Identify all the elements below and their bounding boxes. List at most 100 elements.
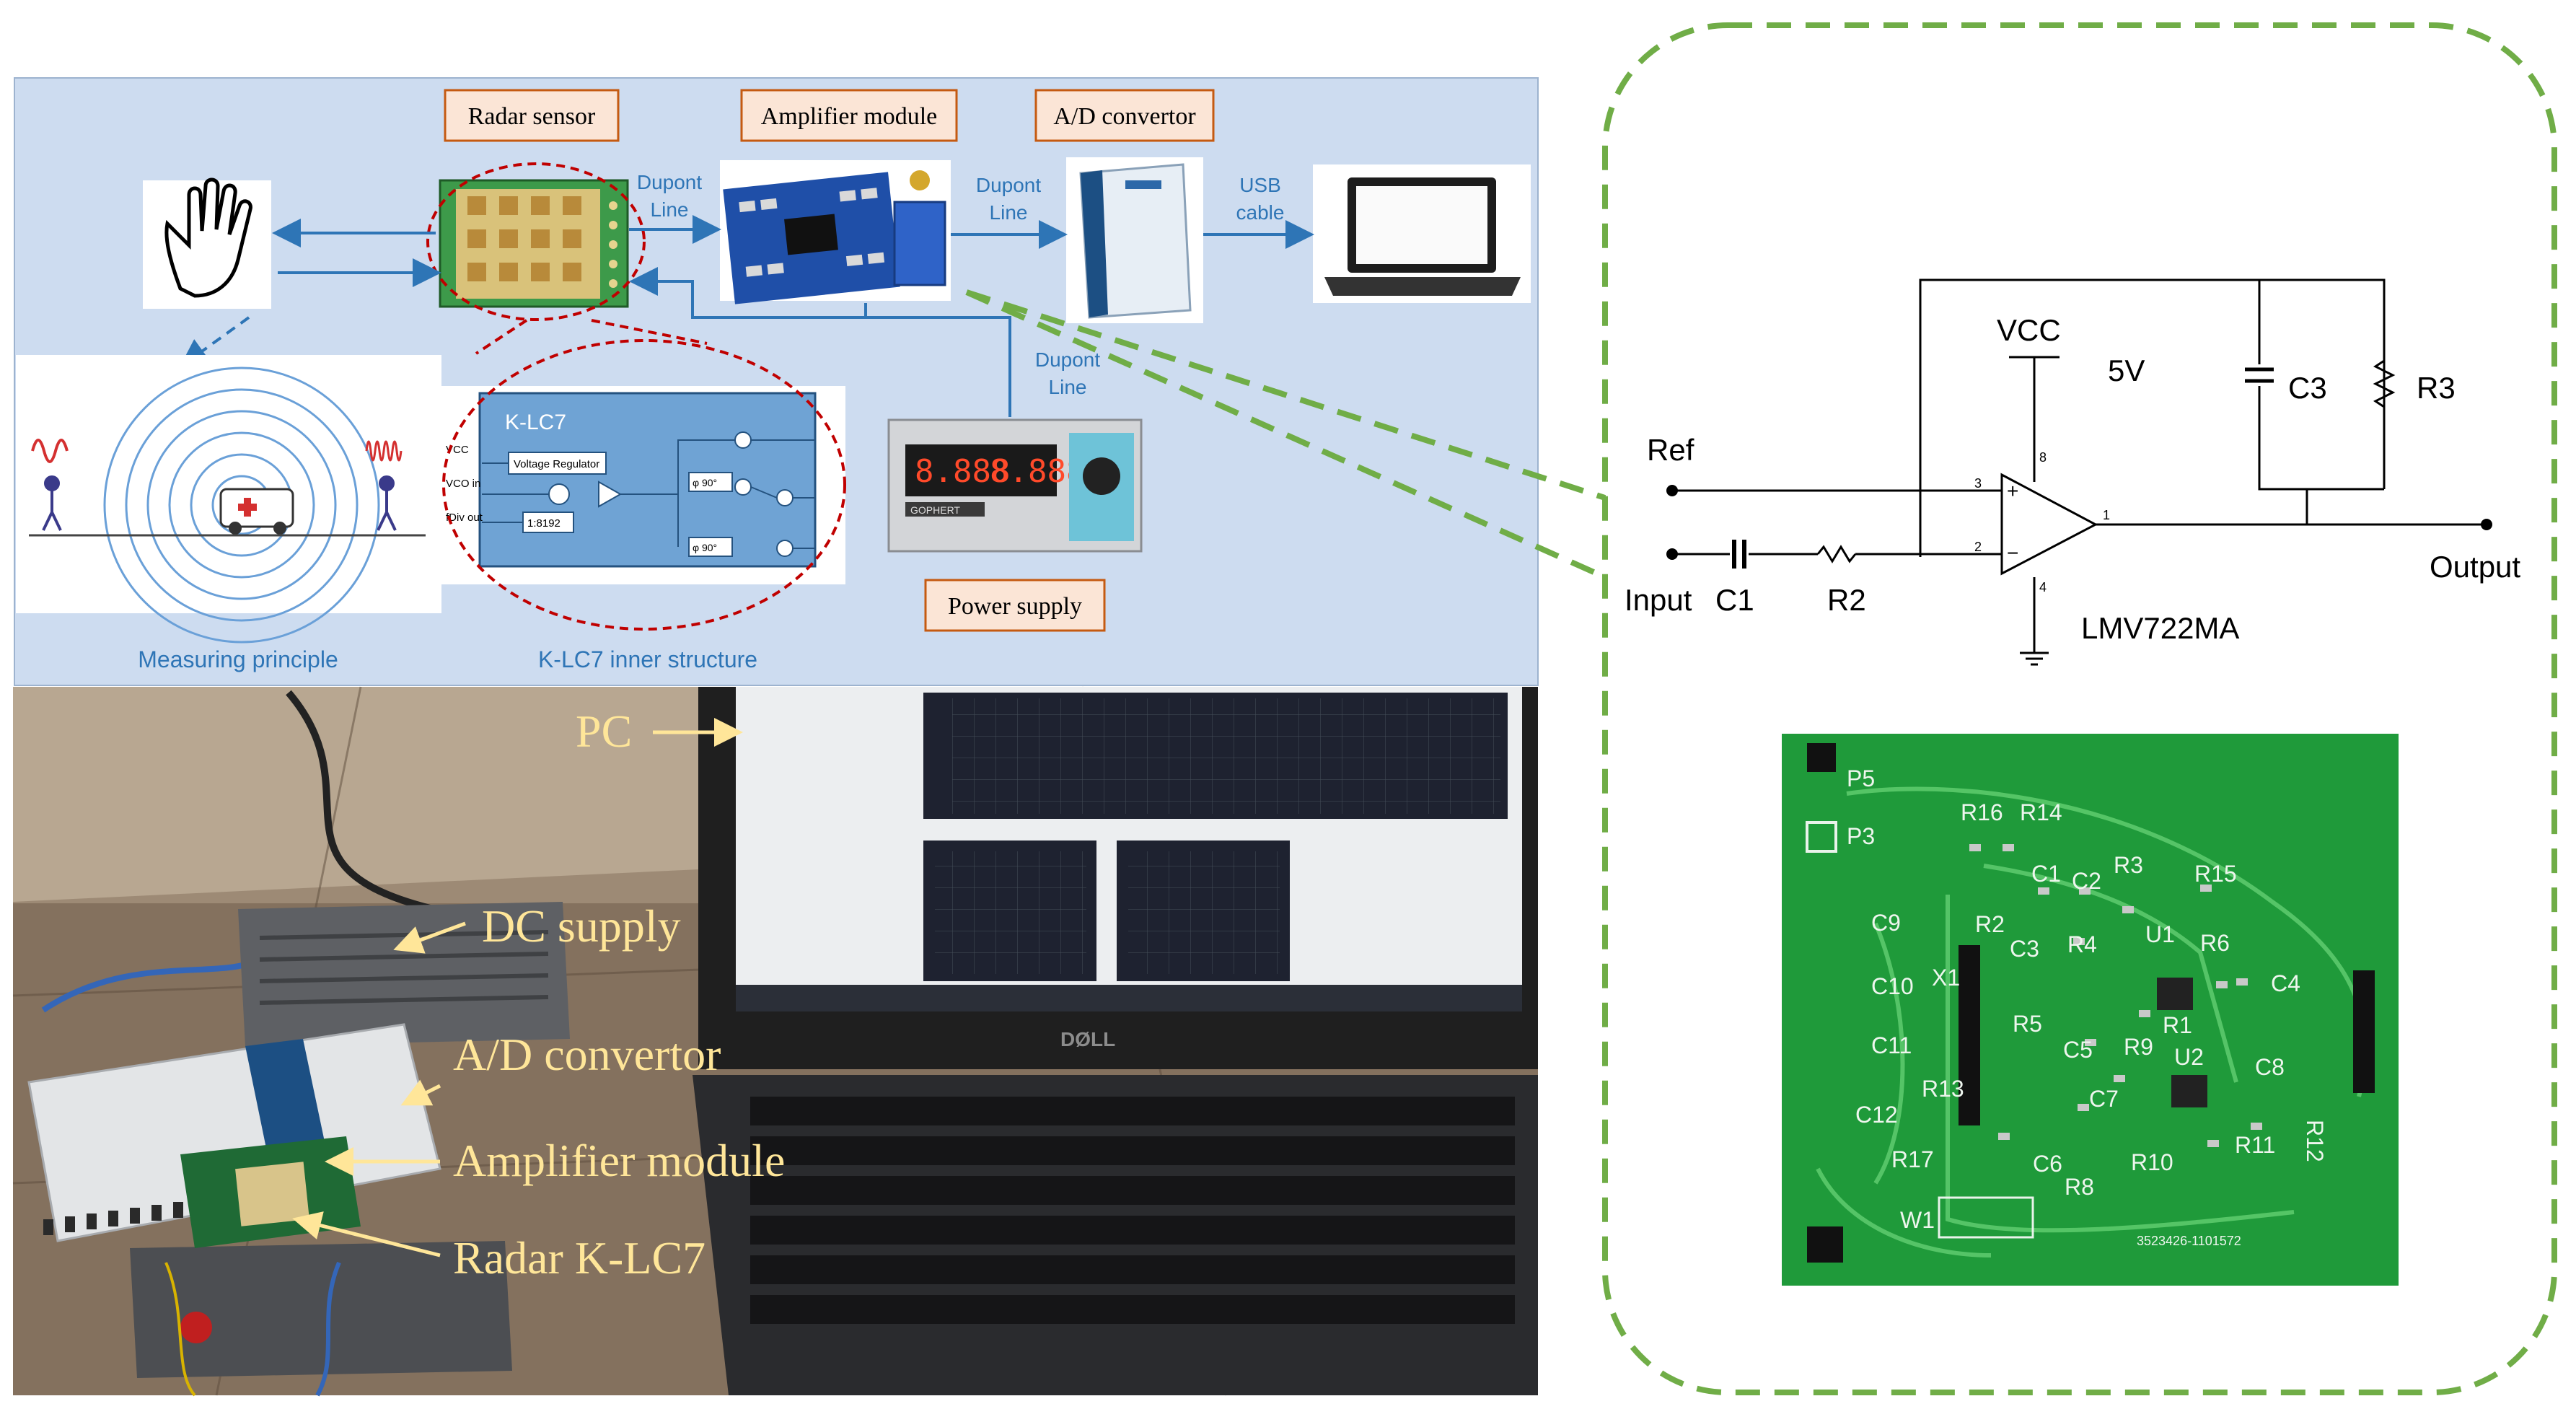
r3-resistor <box>2373 359 2396 408</box>
measuring-principle-caption: Measuring principle <box>138 646 338 672</box>
power-supply-label: Power supply <box>948 593 1082 620</box>
hand-icon <box>164 177 252 298</box>
low-frequency-wave-icon <box>31 439 69 463</box>
u1-chip <box>2157 978 2193 1010</box>
ellipse-connector-right <box>591 319 708 345</box>
label-box-power-supply: Power supply <box>924 579 1106 632</box>
ad-convertor-arrow <box>400 1079 441 1106</box>
ref-terminal <box>1666 485 1678 496</box>
pcb-r15: R15 <box>2194 861 2237 887</box>
pcb-c5: C5 <box>2063 1037 2093 1063</box>
pc-label: PC <box>576 706 632 757</box>
pcb-silkscreen-labels: P5 P3 R16 R14 C1 C2 R3 R15 C9 R2 C3 R4 U… <box>1847 765 2328 1248</box>
five-v-label: 5V <box>2108 354 2145 387</box>
laptop-image <box>1313 164 1531 303</box>
dupont-2-line2: Line <box>990 201 1028 224</box>
pcb-r5: R5 <box>2013 1011 2042 1037</box>
arrow-labels: Dupont Line Dupont Line Dupont Line USB … <box>637 171 1285 398</box>
laptop-brand: DØLL <box>1060 1028 1115 1050</box>
pin-1: 1 <box>2103 508 2110 522</box>
pcb-r4: R4 <box>2067 931 2097 957</box>
pcb-r12: R12 <box>2302 1120 2328 1162</box>
radar-highlight-ellipse <box>426 162 646 321</box>
pcb-c11: C11 <box>1871 1032 1912 1058</box>
r2-label: R2 <box>1827 583 1866 617</box>
c3-wire-bottom <box>2258 386 2384 491</box>
pcb-c10: C10 <box>1871 973 1914 999</box>
ps-display-left: 8.888 <box>915 453 1010 490</box>
x1-header <box>1959 945 1980 1125</box>
output-label: Output <box>2430 550 2520 584</box>
ref-label: Ref <box>1647 433 1694 467</box>
phase-shift-b: φ 90° <box>693 542 717 553</box>
amplifier-schematic <box>1672 278 2484 666</box>
pin-3: 3 <box>1974 476 1982 491</box>
pcb-p3: P3 <box>1847 823 1875 849</box>
amplifier-module-label: Amplifier module <box>761 103 938 130</box>
klc7-inner-structure-caption: K-LC7 inner structure <box>538 646 757 672</box>
usb-line1: USB <box>1239 174 1281 196</box>
radar-klc7-board <box>235 1162 309 1226</box>
c3-label: C3 <box>2288 371 2327 405</box>
power-supply-image: 8.888 8.888 GOPHERT <box>887 418 1143 553</box>
pcb-r14: R14 <box>2020 799 2062 825</box>
dc-supply-label: DC supply <box>482 900 681 952</box>
pcb-c8: C8 <box>2255 1054 2285 1080</box>
pcb-x1: X1 <box>1932 965 1960 991</box>
r3-label: R3 <box>2417 371 2456 405</box>
klc7-highlight-ellipse <box>442 339 846 631</box>
pcb-r2: R2 <box>1975 911 2005 937</box>
phase-shift-a: φ 90° <box>693 477 717 488</box>
pcb-r17: R17 <box>1891 1146 1934 1172</box>
arrow-power-to-radar <box>629 267 1011 417</box>
pcb-serial: 3523426-1101572 <box>2137 1234 2241 1248</box>
pcb-c1: C1 <box>2031 861 2061 887</box>
klc7-inner-structure-image: K-LC7 Voltage Regulator VCC VCO in fDiv … <box>441 386 845 584</box>
radar-sensor-image <box>439 179 629 308</box>
amplifier-module-image <box>720 160 951 304</box>
label-box-amplifier-module: Amplifier module <box>740 89 958 142</box>
pcb-u2: U2 <box>2174 1044 2204 1070</box>
pcb-r8: R8 <box>2065 1174 2094 1200</box>
usb-line2: cable <box>1236 201 1285 224</box>
circuit-detail-dashed-frame <box>1602 22 2557 1395</box>
pcb-c3: C3 <box>2010 936 2039 962</box>
pcb-c4: C4 <box>2271 970 2300 996</box>
ellipse-connector-left <box>475 319 528 355</box>
photo-annotations: PC DC supply A/D convertor Amplifier mod… <box>292 706 785 1283</box>
schematic-labels: VCC 5V C3 R3 Ref Input C1 R2 Output LMV7… <box>1625 313 2520 645</box>
pcb-r16: R16 <box>1961 799 2003 825</box>
pcb-r10: R10 <box>2131 1149 2173 1175</box>
hand-gesture-image <box>143 177 271 309</box>
ps-brand: GOPHERT <box>910 504 960 516</box>
minus-sign: − <box>2007 542 2018 564</box>
pcb-c7: C7 <box>2089 1086 2119 1112</box>
dupont-1-line2: Line <box>651 198 689 221</box>
pcb-r11: R11 <box>2235 1132 2275 1158</box>
high-frequency-wave-icon <box>365 440 403 462</box>
radar-photo-label: Radar K-LC7 <box>453 1232 705 1283</box>
radar-arrow <box>292 1211 441 1258</box>
pcb-photo <box>1782 734 2399 1286</box>
r2-resistor <box>1816 545 1857 563</box>
person-left-icon <box>42 475 62 531</box>
ad-convertor-label: A/D convertor <box>1053 103 1196 130</box>
feedback-wire <box>1919 278 2386 557</box>
plus-sign: + <box>2007 480 2018 502</box>
zoom-line-upper <box>965 289 1606 501</box>
voltage-regulator-label: Voltage Regulator <box>514 458 599 470</box>
amplifier-photo-label: Amplifier module <box>453 1135 785 1186</box>
pcb-r1: R1 <box>2163 1012 2192 1038</box>
input-label: Input <box>1625 583 1692 617</box>
dupont-2-line1: Dupont <box>976 174 1042 196</box>
schematic-nodes <box>1666 485 2492 560</box>
chip-label: LMV722MA <box>2081 611 2239 645</box>
pcb-c6: C6 <box>2033 1151 2062 1177</box>
pin-4: 4 <box>2039 580 2047 594</box>
pcb-c9: C9 <box>1871 910 1901 936</box>
signal-arrows <box>179 215 1314 417</box>
pin-8: 8 <box>2039 450 2047 465</box>
right-header <box>2353 970 2375 1093</box>
pcb-r13: R13 <box>1922 1076 1964 1102</box>
